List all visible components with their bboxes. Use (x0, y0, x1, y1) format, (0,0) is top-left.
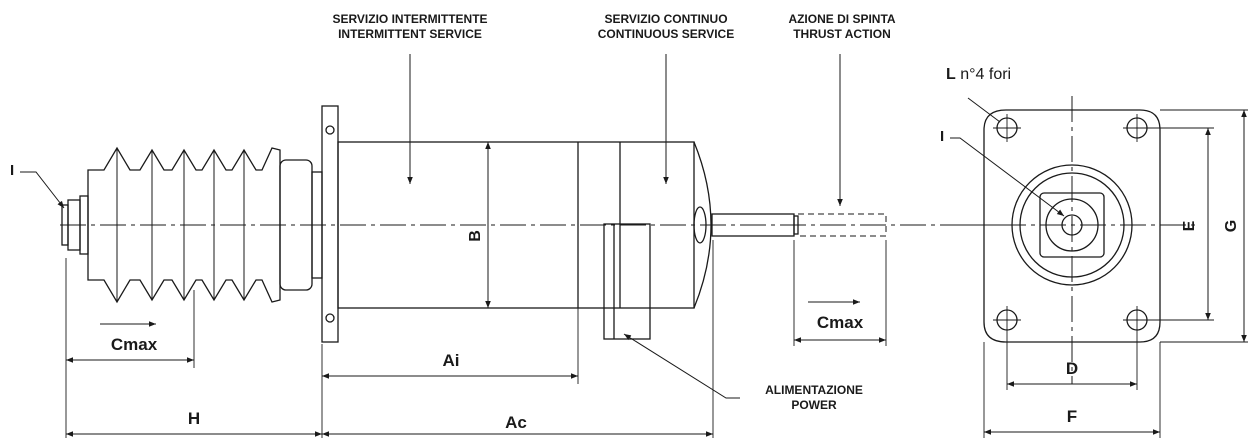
dim-label-b: B (467, 230, 484, 242)
callout-power-en: POWER (791, 398, 837, 412)
bellows-folds (116, 148, 245, 302)
front-flange-plate (983, 109, 1161, 343)
callout-intermittent-en: INTERMITTENT SERVICE (338, 27, 482, 41)
power-connector (603, 223, 651, 340)
mounting-flange-side (321, 105, 339, 343)
callout-continuous-it: SERVIZIO CONTINUO (604, 12, 728, 26)
rod-stroke-phantom (797, 213, 887, 237)
callout-continuous-en: CONTINUOUS SERVICE (597, 27, 735, 41)
dim-label-f: F (1066, 407, 1078, 426)
callout-intermittent-service: SERVIZIO INTERMITTENTE INTERMITTENT SERV… (332, 12, 487, 42)
callout-thrust-action: AZIONE DI SPINTA THRUST ACTION (788, 12, 895, 42)
mark-i-right: I (940, 128, 945, 145)
dim-label-cmax-left: Cmax (110, 335, 158, 354)
front-rod (1061, 214, 1083, 236)
body-end-dome (693, 141, 712, 309)
dim-label-ac: Ac (505, 413, 527, 432)
bellows-boot (87, 146, 281, 304)
holes-letter: L (946, 66, 956, 83)
holes-text: n°4 fori (960, 66, 1012, 83)
front-body-outer (1011, 164, 1133, 286)
dim-label-d: D (1065, 359, 1079, 378)
dim-label-e: E (1181, 220, 1198, 232)
callout-thrust-it: AZIONE DI SPINTA (788, 12, 896, 26)
dim-label-ai: Ai (442, 351, 460, 370)
callout-intermittent-it: SERVIZIO INTERMITTENTE (332, 12, 488, 26)
holes-note: L n°4 fori (946, 66, 1011, 84)
dim-label-cmax-right: Cmax (816, 313, 864, 332)
callout-power-it: ALIMENTAZIONE (765, 383, 863, 397)
callout-power: ALIMENTAZIONE POWER (765, 383, 863, 413)
callout-thrust-en: THRUST ACTION (793, 27, 891, 41)
dim-label-g: G (1223, 219, 1240, 233)
callout-continuous-service: SERVIZIO CONTINUO CONTINUOUS SERVICE (598, 12, 734, 42)
mark-i-left: I (10, 162, 15, 179)
dim-label-h: H (187, 409, 201, 428)
